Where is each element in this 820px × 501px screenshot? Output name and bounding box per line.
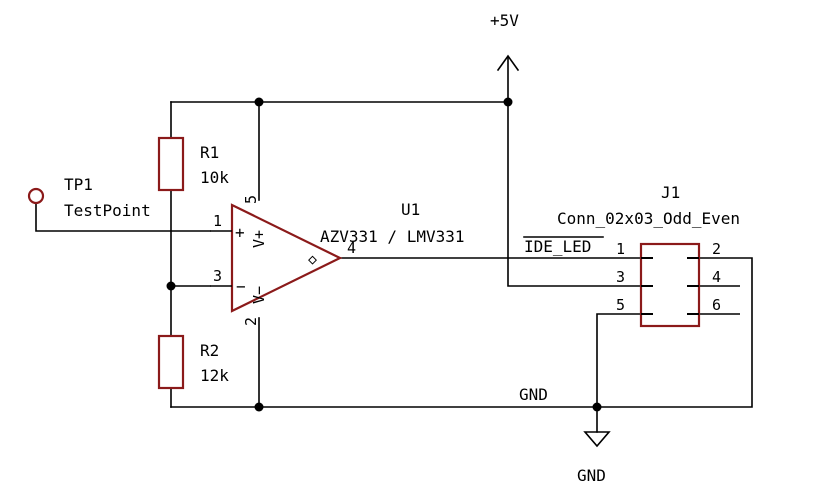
resistor-icon bbox=[157, 334, 185, 390]
wire-j1-pin5 bbox=[596, 313, 641, 433]
r1: R1 10k bbox=[157, 136, 229, 192]
vcc-symbol: +5V bbox=[490, 11, 520, 72]
j1-value: Conn_02x03_Odd_Even bbox=[557, 209, 740, 228]
j1-pin-number: 3 bbox=[616, 268, 625, 286]
j1: 1 2 3 4 5 6 J1 Conn_02x03_Odd_Even bbox=[557, 183, 740, 328]
u1: 1 3 4 + − ◇ V+ 5 V− 2 U1 AZV331 / LMV331 bbox=[210, 195, 465, 326]
j1-ref: J1 bbox=[661, 183, 680, 202]
gnd-net-label: GND bbox=[519, 385, 548, 404]
junction-dot bbox=[503, 97, 513, 107]
tp1-ref: TP1 bbox=[64, 175, 93, 194]
junction-dot bbox=[254, 97, 264, 107]
u1-minus-sign: − bbox=[236, 277, 246, 296]
junction-dot bbox=[166, 281, 176, 291]
wire-bottom-rail bbox=[170, 257, 753, 408]
gnd-symbol: GND bbox=[577, 431, 611, 485]
tp1: TP1 TestPoint bbox=[27, 175, 151, 220]
tp1-value: TestPoint bbox=[64, 201, 151, 220]
j1-pin-number: 6 bbox=[712, 296, 721, 314]
u1-vminus-label: V− bbox=[250, 286, 268, 304]
u1-ref: U1 bbox=[401, 200, 420, 219]
wires bbox=[35, 57, 753, 433]
net-label-ide-led: IDE_LED bbox=[523, 236, 604, 256]
u1-oc-icon: ◇ bbox=[308, 250, 317, 268]
junctions bbox=[166, 97, 602, 412]
connector-pin-icon bbox=[641, 313, 653, 315]
junction-dot bbox=[254, 402, 264, 412]
connector-pin-icon bbox=[687, 285, 699, 287]
u1-pin4-number: 4 bbox=[347, 239, 356, 257]
junction-dot bbox=[592, 402, 602, 412]
u1-vplus-label: V+ bbox=[250, 230, 268, 248]
u1-plus-sign: + bbox=[235, 223, 245, 242]
r1-value: 10k bbox=[200, 168, 229, 187]
net-label-text: IDE_LED bbox=[524, 237, 591, 256]
connector-pin-icon bbox=[641, 257, 653, 259]
u1-vplus-pin-number: 5 bbox=[242, 195, 260, 204]
connector-pin-icon bbox=[641, 285, 653, 287]
resistor-icon bbox=[157, 136, 185, 192]
wire-vcc-drop bbox=[507, 57, 641, 287]
gnd-label: GND bbox=[577, 466, 606, 485]
j1-pin-number: 4 bbox=[712, 268, 721, 286]
r1-ref: R1 bbox=[200, 143, 219, 162]
comparator-triangle-icon bbox=[230, 203, 343, 313]
r2-ref: R2 bbox=[200, 341, 219, 360]
wire-tp1 bbox=[35, 202, 211, 232]
r2: R2 12k bbox=[157, 334, 229, 390]
u1-pin3-number: 3 bbox=[213, 267, 222, 285]
connector-pin-icon bbox=[687, 313, 699, 315]
u1-vminus-pin-number: 2 bbox=[242, 317, 260, 326]
j1-pin-number: 5 bbox=[616, 296, 625, 314]
u1-value: AZV331 / LMV331 bbox=[320, 227, 465, 246]
r2-value: 12k bbox=[200, 366, 229, 385]
vcc-label: +5V bbox=[490, 11, 519, 30]
connector-pin-icon bbox=[687, 257, 699, 259]
vcc-arrow-icon bbox=[496, 54, 520, 72]
u1-pin1-number: 1 bbox=[213, 212, 222, 230]
testpoint-icon bbox=[27, 187, 45, 205]
j1-pin-number: 1 bbox=[616, 240, 625, 258]
gnd-triangle-icon bbox=[583, 431, 611, 448]
j1-pin-number: 2 bbox=[712, 240, 721, 258]
